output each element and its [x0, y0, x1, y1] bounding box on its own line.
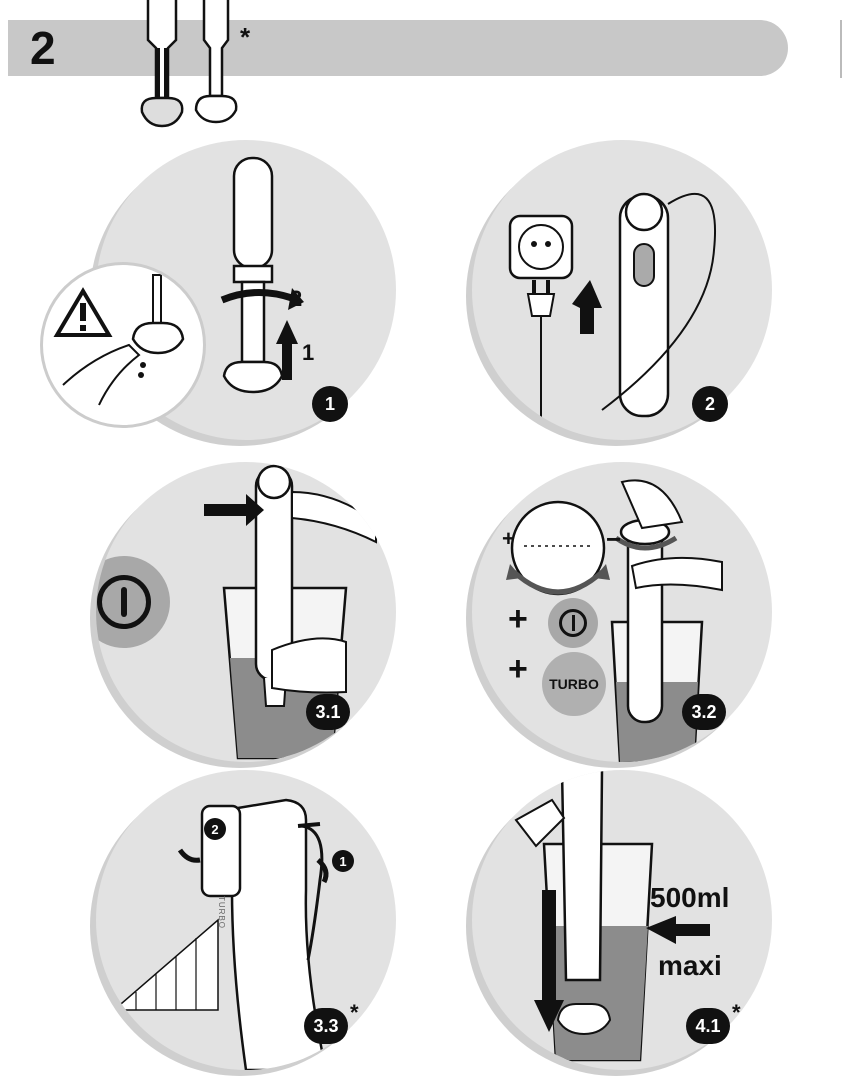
warning-inset-circle — [40, 262, 206, 428]
panel-3-2-circle: + − + + TURBO — [472, 462, 772, 762]
page-edge-line — [840, 20, 842, 78]
rotate-arrow-number: 2 — [290, 286, 302, 312]
dial-plus-sign: + — [502, 526, 515, 552]
speed-ramp-graphic — [114, 920, 218, 1010]
panel-1-badge: 1 — [312, 386, 348, 422]
plus-power-sign: + — [508, 600, 528, 639]
plus-turbo-sign: + — [508, 650, 528, 689]
panel-3-3-asterisk: * — [350, 1000, 359, 1026]
step-header-bar — [8, 20, 788, 76]
panel-2-circle — [472, 140, 772, 440]
panel-4-1-asterisk: * — [732, 1000, 741, 1026]
maxi-label: maxi — [658, 950, 722, 982]
turbo-button-icon: TURBO — [542, 652, 606, 716]
turbo-side-label: TURBO — [216, 896, 226, 929]
panel-3-1-badge: 3.1 — [306, 694, 350, 730]
step-number: 2 — [30, 20, 56, 76]
warning-inset-illustration — [43, 265, 203, 425]
fill-line-arrow-icon — [646, 916, 710, 944]
callout-1-icon: 1 — [332, 850, 354, 872]
panel-2-badge: 2 — [692, 386, 728, 422]
push-arrow-number: 1 — [302, 340, 314, 366]
callout-2-icon: 2 — [204, 818, 226, 840]
panel-2-illustration — [472, 140, 772, 440]
blender-attachments-illustration — [130, 0, 260, 140]
panel-3-2-badge: 3.2 — [682, 694, 726, 730]
volume-label: 500ml — [650, 882, 729, 914]
panel-3-3-badge: 3.3 — [304, 1008, 348, 1044]
header-asterisk: * — [240, 22, 250, 53]
dial-minus-sign: − — [606, 524, 621, 555]
panel-4-1-badge: 4.1 — [686, 1008, 730, 1044]
power-button-small-icon — [548, 598, 598, 648]
panel-3-1-circle — [96, 462, 396, 762]
